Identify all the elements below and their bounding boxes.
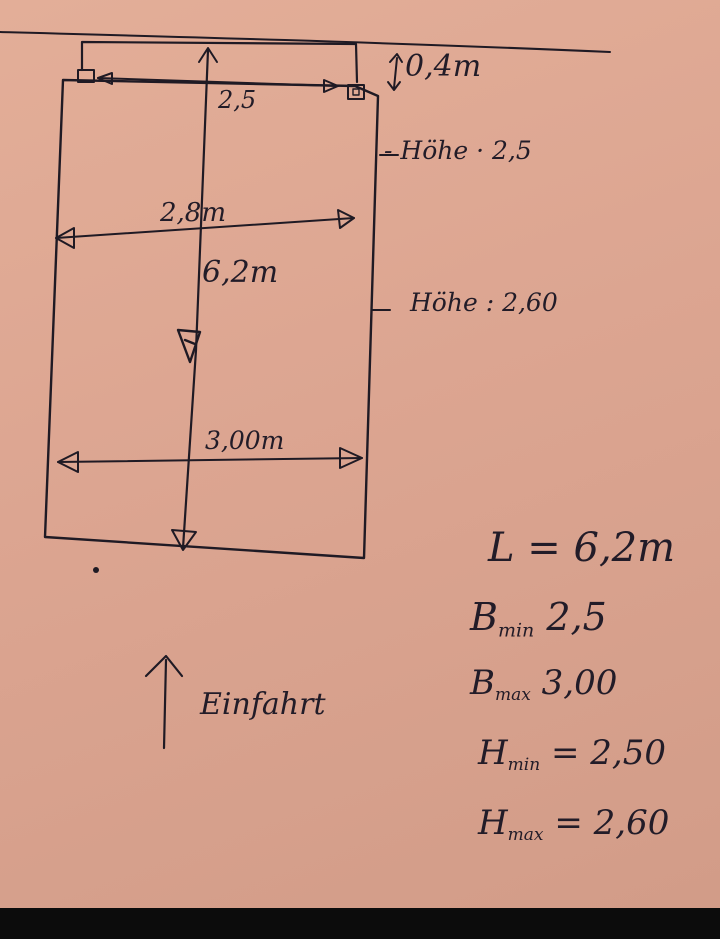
summary-height-max-value: 2,60 bbox=[593, 803, 670, 843]
width-middle-arrowhead-left bbox=[55, 227, 75, 249]
summary-width-min-sub: min bbox=[497, 619, 535, 642]
summary-length: L = 6,2m bbox=[488, 528, 675, 568]
summary-height-max: Hmax = 2,60 bbox=[478, 806, 669, 844]
width-top-label: 2,5 bbox=[218, 86, 257, 114]
height-lower-label: Höhe : 2,60 bbox=[410, 288, 558, 317]
summary-width-max-value: 3,00 bbox=[541, 663, 618, 703]
length-arrowhead-bottom bbox=[171, 529, 197, 551]
top-fixture bbox=[80, 40, 359, 84]
summary-height-min-value: 2,50 bbox=[590, 733, 666, 773]
width-top-line bbox=[97, 77, 339, 87]
summary-width-min-symbol: B bbox=[470, 595, 498, 639]
summary-height-min: Hmin = 2,50 bbox=[478, 736, 666, 774]
ink-dot bbox=[93, 567, 99, 573]
summary-width-max: Bmax 3,00 bbox=[470, 666, 617, 704]
marker-top-left bbox=[77, 69, 95, 83]
width-bottom-arrowhead-left bbox=[57, 451, 79, 473]
bottom-bar bbox=[0, 908, 720, 939]
width-bottom-line bbox=[57, 457, 363, 463]
entrance-arrow-icon bbox=[144, 654, 184, 750]
garage-sketch bbox=[0, 31, 611, 750]
summary-height-min-sep: = bbox=[550, 733, 580, 773]
summary-width-min-value: 2,5 bbox=[546, 595, 607, 639]
summary-height-min-symbol: H bbox=[478, 733, 508, 773]
summary-height-max-symbol: H bbox=[478, 803, 508, 843]
width-top-arrowhead-left bbox=[97, 72, 113, 85]
summary-height-max-sep: = bbox=[554, 803, 583, 843]
summary-height-min-sub: min bbox=[507, 754, 541, 775]
width-middle-label: 2,8m bbox=[160, 198, 227, 228]
width-bottom-arrowhead-right bbox=[339, 447, 363, 469]
summary-height-max-sub: max bbox=[507, 824, 544, 845]
width-middle-line bbox=[55, 217, 355, 239]
length-label: 6,2m bbox=[202, 255, 279, 290]
height-upper-label: - Höhe · 2,5 bbox=[384, 136, 532, 165]
width-middle-arrowhead-right bbox=[337, 209, 355, 229]
entrance-label: Einfahrt bbox=[200, 687, 326, 722]
length-arrowhead-middle bbox=[176, 328, 202, 364]
width-top-arrowhead-right bbox=[323, 79, 339, 93]
length-arrowhead-top bbox=[198, 47, 218, 63]
summary-length-value: 6,2m bbox=[573, 525, 676, 571]
length-line bbox=[181, 48, 210, 550]
summary-length-sep: = bbox=[527, 525, 561, 571]
summary-length-symbol: L bbox=[488, 525, 515, 571]
clearance-arrow bbox=[387, 53, 403, 91]
width-bottom-label: 3,00m bbox=[205, 426, 285, 455]
marker-top-right-inner bbox=[352, 88, 360, 96]
marker-top-right bbox=[347, 84, 365, 100]
summary-width-max-symbol: B bbox=[470, 663, 495, 703]
paper-sheet: 0,4m 2,5 - Höhe · 2,5 2,8m 6,2m Höhe : 2… bbox=[0, 0, 720, 908]
summary-width-min: Bmin 2,5 bbox=[470, 598, 607, 641]
clearance-label: 0,4m bbox=[405, 49, 482, 84]
wall-line bbox=[0, 31, 611, 53]
summary-width-max-sub: max bbox=[495, 684, 531, 705]
garage-outline bbox=[43, 78, 380, 560]
